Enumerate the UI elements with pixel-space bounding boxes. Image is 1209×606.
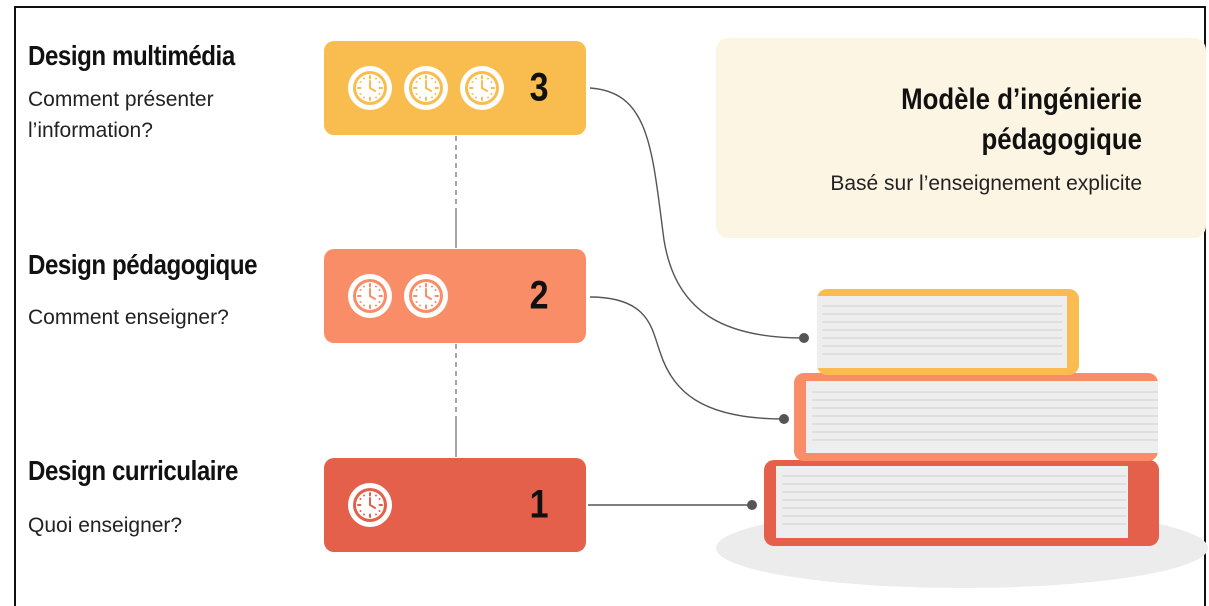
connector-2-book [589, 296, 785, 420]
connector-3-book [589, 87, 805, 339]
level-3-title: Design multimédia [28, 40, 235, 71]
clock-icon [346, 481, 394, 529]
level-2-description: Comment enseigner? [28, 306, 229, 329]
level-3-box: 3 [324, 41, 586, 135]
book-icon-bottom [764, 460, 1159, 546]
connector-3-dot [799, 333, 809, 343]
connector-2-dot [779, 414, 789, 424]
level-3-description: Comment présenter l’information? [28, 88, 214, 142]
book-icon-top [817, 289, 1079, 375]
level-2-title: Design pédagogique [28, 249, 258, 280]
clock-icon [402, 64, 450, 112]
level-3-number: 3 [529, 65, 549, 110]
model-info-box: Modèle d’ingénierie pédagogique Basé sur… [716, 38, 1206, 238]
clock-icon [346, 272, 394, 320]
level-1-box: 1 [324, 458, 586, 552]
clock-icon [346, 64, 394, 112]
clock-icon [402, 272, 450, 320]
level-1-description: Quoi enseigner? [28, 514, 183, 537]
model-title: Modèle d’ingénierie pédagogique [901, 83, 1142, 156]
level-2-number: 2 [529, 273, 549, 318]
model-subtitle: Basé sur l’enseignement explicite [830, 172, 1142, 195]
clock-icon [458, 64, 506, 112]
level-2-box: 2 [324, 249, 586, 343]
connector-1-dot [747, 500, 757, 510]
level-1-number: 1 [529, 482, 549, 527]
level-1-title: Design curriculaire [28, 455, 238, 486]
book-icon-middle [794, 373, 1158, 461]
